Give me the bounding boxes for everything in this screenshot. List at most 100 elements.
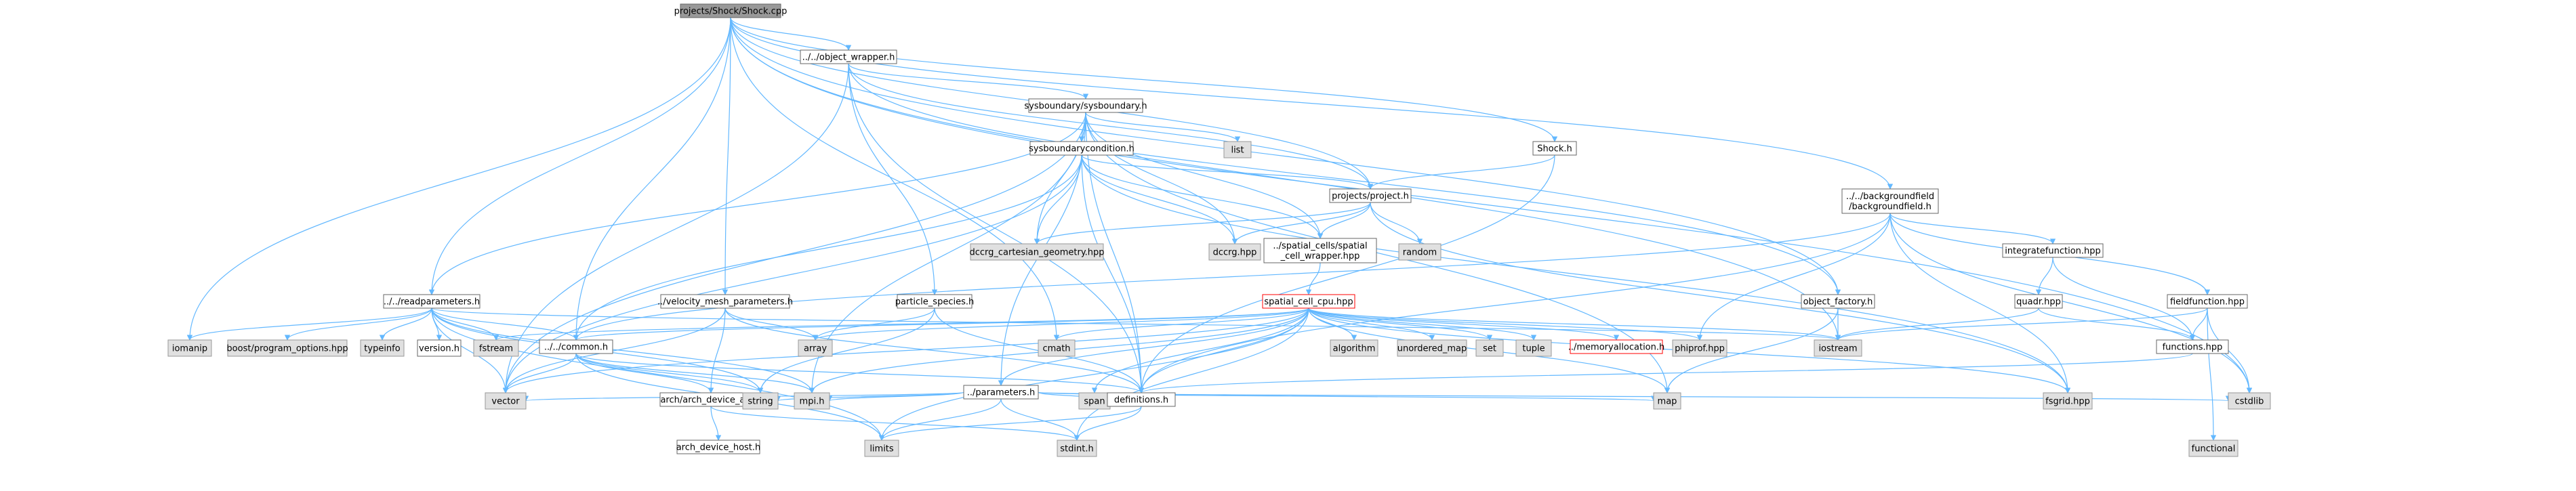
- edge-definitions-to-stdint: [1074, 406, 1142, 441]
- node-object_wrapper[interactable]: ../../object_wrapper.h: [800, 49, 897, 64]
- node-spatial_wrapper-box: [1263, 238, 1377, 263]
- node-object_wrapper-box: [800, 49, 897, 64]
- edge-backgroundfield-to-cstdlib: [1889, 213, 2253, 393]
- node-iostream-box: [1814, 339, 1862, 357]
- edge-backgroundfield-to-common: [573, 213, 1891, 341]
- edge-common-to-vector: [502, 353, 577, 393]
- node-project[interactable]: projects/project.h: [1329, 188, 1412, 203]
- node-sysboundarycondition-box: [1029, 141, 1134, 156]
- node-sysboundary-box: [1028, 98, 1143, 113]
- node-stdint: stdint.h: [1057, 440, 1097, 457]
- edge-common-to-definitions: [575, 353, 1144, 393]
- node-spatial_wrapper-label: _cell_wrapper.hpp: [1280, 251, 1360, 261]
- node-functional-label: functional: [2192, 444, 2236, 454]
- node-arch_device_api[interactable]: arch/arch_device_api.h: [659, 392, 762, 407]
- node-readparameters[interactable]: ../../readparameters.h: [383, 294, 481, 309]
- node-parameters-box: [963, 385, 1039, 400]
- node-spatial_cell_cpu[interactable]: spatial_cell_cpu.hpp: [1262, 294, 1355, 309]
- edge-project-to-dccrg: [1231, 202, 1371, 244]
- node-functions[interactable]: functions.hpp: [2156, 339, 2229, 354]
- edge-shock_cpp-to-object_wrapper: [730, 17, 852, 51]
- node-array: array: [798, 339, 833, 357]
- edge-spatial_cell_cpu-to-span: [1091, 307, 1309, 393]
- edge-sysboundary-to-dccrg_cart: [1034, 112, 1086, 244]
- node-version[interactable]: version.h: [417, 339, 462, 357]
- node-phiprof-label: phiprof.hpp: [1675, 344, 1725, 354]
- node-phiprof-box: [1672, 339, 1727, 357]
- node-span: span: [1078, 392, 1111, 410]
- node-particle_species-box: [897, 294, 973, 309]
- node-iostream-label: iostream: [1818, 344, 1857, 354]
- node-backgroundfield-label: /backgroundfield.h: [1849, 202, 1931, 212]
- node-cstdlib-box: [2228, 392, 2271, 410]
- node-boost_po-box: [227, 339, 348, 357]
- edge-readparameters-to-typeinfo: [379, 307, 432, 341]
- edge-readparameters-to-mpi: [431, 307, 815, 393]
- node-parameters[interactable]: ../parameters.h: [963, 385, 1039, 400]
- edge-sysboundary-to-readparameters: [428, 112, 1086, 295]
- edge-spatial_cell_cpu-to-tuple: [1308, 307, 1537, 341]
- node-boost_po-label: boost/program_options.hpp: [226, 344, 348, 354]
- edge-object_wrapper-to-particle_species: [848, 63, 938, 295]
- node-vector-box: [485, 392, 527, 410]
- edge-object_wrapper-to-sysboundary: [848, 63, 1089, 100]
- node-mpi-box: [794, 392, 830, 410]
- node-integratefunction[interactable]: integratefunction.hpp: [2002, 243, 2104, 258]
- node-cstdlib: cstdlib: [2228, 392, 2271, 410]
- node-velocity_mesh[interactable]: ../velocity_mesh_parameters.h: [657, 294, 793, 309]
- edge-shock_cpp-to-cstdlib: [730, 17, 2253, 393]
- node-fsgrid: fsgrid.hpp: [2043, 392, 2093, 410]
- node-spatial_cell_cpu-label: spatial_cell_cpu.hpp: [1264, 297, 1353, 307]
- edge-project-to-dccrg_cart: [1034, 202, 1371, 244]
- node-memoryallocation[interactable]: ../memoryallocation.h: [1568, 339, 1665, 354]
- node-velocity_mesh-label: ../velocity_mesh_parameters.h: [657, 297, 793, 307]
- node-version-box: [417, 339, 462, 357]
- edge-spatial_cell_cpu-to-vector: [502, 307, 1309, 393]
- node-cstdlib-label: cstdlib: [2235, 397, 2264, 407]
- node-map: map: [1653, 392, 1681, 410]
- node-limits-box: [864, 440, 899, 457]
- node-definitions[interactable]: definitions.h: [1107, 392, 1176, 407]
- node-spatial_wrapper-label: ../spatial_cells/spatial: [1273, 241, 1367, 251]
- edge-sysboundarycondition-to-common: [573, 154, 1082, 341]
- node-integratefunction-label: integratefunction.hpp: [2005, 247, 2101, 257]
- node-iomanip-box: [167, 339, 212, 357]
- edge-spatial_cell_cpu-to-parameters: [998, 307, 1309, 386]
- edge-integratefunction-to-functions: [2052, 257, 2196, 341]
- node-definitions-box: [1107, 392, 1176, 407]
- node-limits-label: limits: [870, 444, 894, 454]
- node-particle_species[interactable]: particle_species.h: [895, 294, 974, 309]
- node-backgroundfield[interactable]: ../../backgroundfield/backgroundfield.h: [1841, 188, 1939, 214]
- edge-spatial_cell_cpu-to-phiprof: [1308, 307, 1703, 341]
- node-quadr[interactable]: quadr.hpp: [2014, 294, 2063, 309]
- edge-sysboundary-to-list: [1085, 112, 1241, 142]
- node-common[interactable]: ../../common.h: [539, 339, 613, 354]
- node-fsgrid-label: fsgrid.hpp: [2045, 397, 2090, 407]
- node-dccrg_cart-label: dccrg_cartesian_geometry.hpp: [969, 248, 1104, 258]
- node-map-label: map: [1658, 397, 1677, 407]
- node-fieldfunction[interactable]: fieldfunction.hpp: [2167, 294, 2248, 309]
- node-iostream: iostream: [1814, 339, 1862, 357]
- edge-functions-to-definitions: [1139, 353, 2193, 393]
- edge-readparameters-to-boost_po: [284, 307, 432, 341]
- edge-spatial_cell_cpu-to-limits: [878, 307, 1309, 441]
- edge-sysboundarycondition-to-spatial_wrapper: [1081, 154, 1324, 239]
- node-shock_h-box: [1532, 141, 1577, 156]
- edge-quadr-to-functions: [2038, 307, 2196, 341]
- node-sysboundary[interactable]: sysboundary/sysboundary.h: [1024, 98, 1147, 113]
- node-readparameters-label: ../../readparameters.h: [384, 297, 480, 307]
- node-shock_h[interactable]: Shock.h: [1532, 141, 1577, 156]
- node-sysboundarycondition[interactable]: sysboundarycondition.h: [1029, 141, 1134, 156]
- edge-readparameters-to-vector: [431, 307, 509, 393]
- edge-spatial_cell_cpu-to-stdint: [1074, 307, 1309, 441]
- node-definitions-label: definitions.h: [1114, 396, 1168, 406]
- node-set-box: [1475, 339, 1504, 357]
- node-phiprof: phiprof.hpp: [1672, 339, 1727, 357]
- node-spatial_wrapper[interactable]: ../spatial_cells/spatial_cell_wrapper.hp…: [1263, 238, 1377, 263]
- node-list-box: [1223, 141, 1252, 158]
- edge-particle_species-to-array: [812, 307, 935, 341]
- edge-arch_device_api-to-arch_device_host: [710, 406, 722, 441]
- node-arch_device_host[interactable]: arch_device_host.h: [676, 440, 761, 454]
- node-object_factory[interactable]: object_factory.h: [1801, 294, 1875, 309]
- node-shock_cpp[interactable]: projects/Shock/Shock.cpp: [674, 3, 788, 18]
